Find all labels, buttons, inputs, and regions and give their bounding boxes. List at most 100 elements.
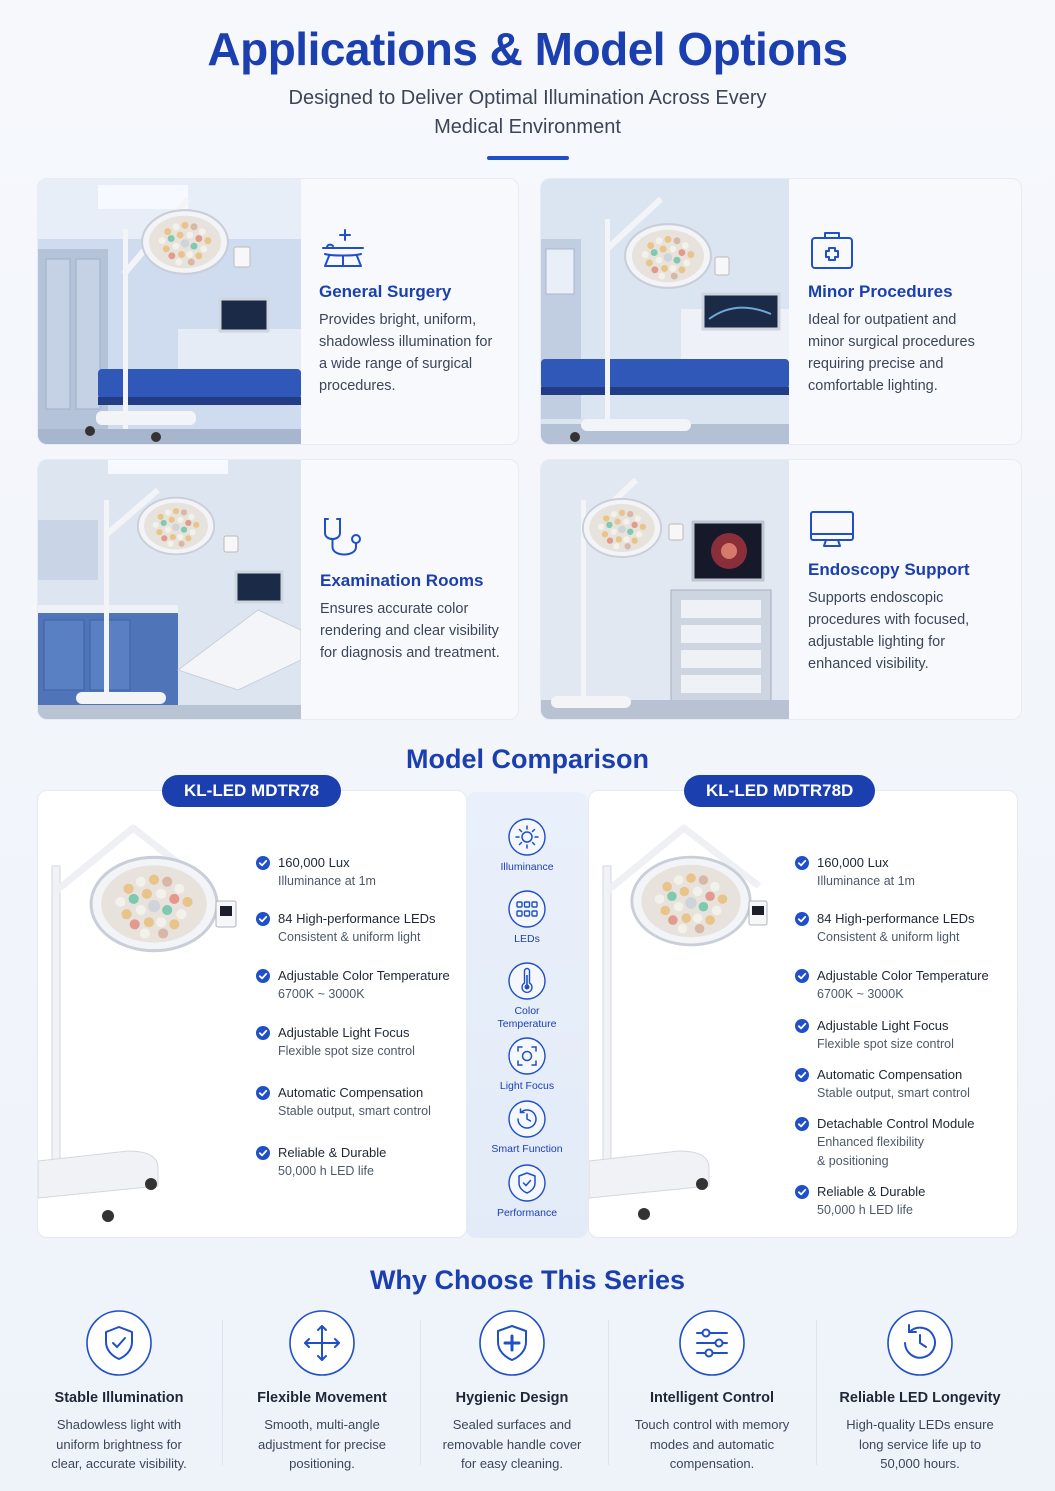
feature-title: 84 High-performance LEDs [278,911,436,926]
exam-room-photo [38,460,301,719]
feature-item: Automatic Compensation Stable output, sm… [795,1065,1005,1103]
model-panel-mdtr78d: 160,000 Lux Illuminance at 1m 84 High-pe… [588,790,1018,1238]
why-item-line: 50,000 hours. [880,1456,960,1471]
feature-detail: Consistent & uniform light [278,930,421,944]
feature-title: 84 High-performance LEDs [817,911,975,926]
feature-detail: 50,000 h LED life [817,1203,913,1217]
category-smart-function: Smart Function [466,1100,588,1156]
check-icon [795,1185,809,1199]
app-card-general-surgery: General Surgery Provides bright, uniform… [37,178,519,445]
lamp-product-image [589,824,768,1220]
feature-item: Detachable Control Module Enhanced flexi… [795,1114,1005,1171]
feature-detail: Consistent & uniform light [817,930,960,944]
surgical-table-icon [322,229,364,267]
feature-title: Automatic Compensation [278,1085,424,1100]
feature-item: Automatic Compensation Stable output, sm… [256,1083,466,1121]
app-description: Provides bright, uniform, shadowless ill… [319,312,493,394]
lamp-product-image [38,824,237,1222]
check-icon [256,912,270,926]
feature-detail: Stable output, smart control [278,1104,431,1118]
category-color-temperature: Color Temperature [466,962,588,1031]
feature-item: Reliable & Durable 50,000 h LED life [795,1182,1005,1220]
feature-title: Reliable & Durable [278,1145,387,1160]
procedure-room-photo [541,179,789,444]
clock-icon [508,1100,546,1138]
feature-item: 84 High-performance LEDs Consistent & un… [256,909,466,947]
feature-title: Adjustable Light Focus [817,1018,949,1033]
feature-detail: 50,000 h LED life [278,1164,374,1178]
check-icon [795,1019,809,1033]
app-description: Ideal for outpatient and minor surgical … [808,312,975,394]
check-icon [795,856,809,870]
why-item-line: positioning. [289,1456,355,1471]
app-description: Supports endoscopic procedures with focu… [808,590,970,672]
why-divider [816,1320,817,1465]
move-arrows-icon [289,1310,355,1376]
feature-item: Adjustable Color Temperature 6700K ~ 300… [795,966,1005,1004]
why-item-title: Intelligent Control [649,1390,775,1406]
feature-title: Reliable & Durable [817,1184,926,1199]
app-title: Minor Procedures [808,282,953,301]
category-performance: Performance [466,1164,588,1220]
why-title: Why Choose This Series [369,1265,686,1295]
category-illuminance: Illuminance [466,818,588,874]
feature-detail: Illuminance at 1m [278,874,376,888]
feature-detail: Illuminance at 1m [817,874,915,888]
thermometer-icon [508,962,546,1000]
why-item-title: Reliable LED Longevity [839,1390,1001,1406]
feature-title: Detachable Control Module [817,1116,975,1131]
check-icon [795,1117,809,1131]
category-label: Light Focus [499,1080,555,1092]
feature-title: 160,000 Lux [278,855,350,870]
app-title: General Surgery [319,282,452,301]
clock-refresh-icon [887,1310,953,1376]
why-item-stable-illumination: Stable Illumination Shadowless light wit… [30,1310,208,1474]
feature-item: 160,000 Lux Illuminance at 1m [256,853,466,891]
feature-detail: 6700K ~ 3000K [278,987,365,1001]
title-divider [486,156,569,160]
model-name-badge: KL-LED MDTR78 [162,775,342,807]
app-card-examination-rooms: Examination Rooms Ensures accurate color… [37,459,519,720]
model-name-badge: KL-LED MDTR78D [684,775,876,807]
check-icon [256,969,270,983]
feature-title: Automatic Compensation [817,1067,963,1082]
why-item-intelligent-control: Intelligent Control Touch control with m… [620,1310,804,1474]
why-item-line: Sealed surfaces and [452,1417,572,1432]
app-text: Examination Rooms Ensures accurate color… [320,460,500,719]
feature-item: Adjustable Light Focus Flexible spot siz… [256,1023,466,1061]
category-light-focus: Light Focus [466,1037,588,1093]
why-item-line: removable handle cover [442,1436,582,1452]
surgery-room-photo [38,179,301,444]
why-item-flexible-movement: Flexible Movement Smooth, multi-angle ad… [236,1310,408,1474]
feature-item: Reliable & Durable 50,000 h LED life [256,1143,466,1181]
feature-detail: Flexible spot size control [278,1044,415,1058]
app-text: Endoscopy Support Supports endoscopic pr… [808,460,988,719]
shield-check-icon [508,1164,546,1202]
why-item-hygienic-design: Hygienic Design Sealed surfaces and remo… [430,1310,594,1474]
why-item-line: long service life up to [858,1436,982,1452]
category-label: Performance [496,1207,558,1219]
category-label: LEDs [514,933,540,945]
feature-list: 160,000 Lux Illuminance at 1m 84 High-pe… [795,853,1005,1220]
feature-item: 160,000 Lux Illuminance at 1m [795,853,1005,891]
feature-detail: Flexible spot size control [817,1037,954,1051]
app-title: Examination Rooms [320,571,484,590]
check-icon [795,969,809,983]
page-title: Applications & Model Options [207,23,848,75]
sun-icon [508,818,546,856]
shield-plus-icon [479,1310,545,1376]
comparison-categories: Illuminance LEDs Color Temperature Light… [466,792,588,1238]
stethoscope-icon [324,518,361,556]
app-text: Minor Procedures Ideal for outpatient an… [808,179,988,444]
why-item-line: compensation. [669,1456,755,1471]
monitor-icon [810,511,854,547]
app-card-endoscopy-support: Endoscopy Support Supports endoscopic pr… [540,459,1022,720]
why-item-title: Hygienic Design [455,1390,569,1406]
category-label-line2: Temperature [497,1018,557,1030]
app-title: Endoscopy Support [808,560,970,579]
category-label: Smart Function [491,1143,563,1155]
feature-item: 84 High-performance LEDs Consistent & un… [795,909,1005,947]
model-panel-mdtr78: 160,000 Lux Illuminance at 1m 84 High-pe… [37,790,467,1238]
why-item-line: for easy cleaning. [461,1456,563,1471]
check-icon [256,856,270,870]
